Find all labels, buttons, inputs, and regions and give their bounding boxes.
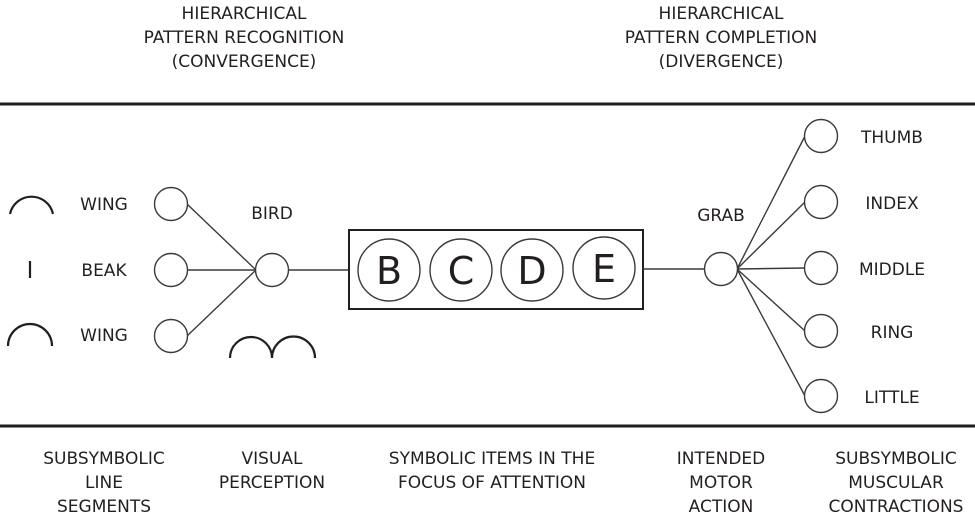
edge	[736, 201, 806, 270]
feature-node	[153, 252, 189, 288]
footer-text: FOCUS OF ATTENTION	[398, 473, 586, 493]
focus-item-label: D	[517, 249, 546, 293]
focus-item-circle	[572, 236, 636, 300]
focus-item-circle	[429, 238, 493, 302]
header-right-line-1: HIERARCHICAL	[659, 4, 784, 24]
finger-label: INDEX	[865, 194, 919, 214]
footer-column-muscular-contractions: SUBSYMBOLIC MUSCULAR CONTRACTIONS	[829, 449, 964, 517]
footer-text: LINE	[85, 473, 123, 493]
footer-text: SUBSYMBOLIC	[835, 449, 957, 469]
edge	[736, 268, 806, 397]
footer-text: SEGMENTS	[57, 497, 151, 517]
header-right-line-2: PATTERN COMPLETION	[625, 28, 818, 48]
focus-item: C	[429, 238, 493, 302]
object-node	[254, 252, 290, 288]
focus-item-label: C	[448, 249, 475, 293]
action-node	[703, 251, 739, 287]
footer-text: CONTRACTIONS	[829, 497, 964, 517]
header-right-line-3: (DIVERGENCE)	[659, 52, 784, 72]
header-left: HIERARCHICAL PATTERN RECOGNITION (CONVER…	[144, 4, 345, 72]
footer-text: PERCEPTION	[219, 473, 325, 493]
header-left-line-3: (CONVERGENCE)	[172, 52, 317, 72]
focus-item-label: E	[592, 247, 616, 291]
focus-item-label: B	[376, 249, 402, 293]
wing-arc-icon	[8, 195, 55, 215]
footer-text: MUSCULAR	[848, 473, 944, 493]
footer-column-focus-of-attention: SYMBOLIC ITEMS IN THE FOCUS OF ATTENTION	[389, 449, 595, 493]
finger-node	[803, 184, 839, 220]
focus-item: E	[572, 236, 636, 300]
footer-text: SUBSYMBOLIC	[43, 449, 165, 469]
focus-item: B	[357, 238, 421, 302]
footer-text: MOTOR	[689, 473, 753, 493]
focus-item: D	[500, 238, 564, 302]
footer-text: VISUAL	[242, 449, 304, 469]
footer-text: INTENDED	[677, 449, 766, 469]
header-left-line-2: PATTERN RECOGNITION	[144, 28, 345, 48]
wing-arc-icon	[6, 322, 54, 347]
footer-text: ACTION	[689, 497, 754, 517]
edge	[186, 269, 257, 337]
finger-label: MIDDLE	[859, 260, 925, 280]
footer-column-motor-action: INTENDED MOTOR ACTION	[677, 449, 766, 517]
footer-column-visual-perception: VISUAL PERCEPTION	[219, 449, 325, 493]
finger-label: LITTLE	[864, 388, 919, 408]
footer-text: SYMBOLIC ITEMS IN THE	[389, 449, 595, 469]
edge	[736, 267, 806, 270]
finger-node	[803, 250, 839, 286]
focus-item-circle	[500, 238, 564, 302]
header-left-line-1: HIERARCHICAL	[182, 4, 307, 24]
footer-column-line-segments: SUBSYMBOLIC LINE SEGMENTS	[43, 449, 165, 517]
object-label: BIRD	[251, 204, 293, 224]
feature-label: WING	[80, 326, 128, 346]
feature-label: WING	[80, 195, 128, 215]
edge	[186, 203, 257, 271]
edge	[736, 135, 806, 270]
finger-label: THUMB	[860, 128, 923, 148]
feature-label: BEAK	[81, 261, 127, 281]
header-right: HIERARCHICAL PATTERN COMPLETION (DIVERGE…	[625, 4, 818, 72]
finger-node	[803, 118, 839, 154]
finger-node	[803, 378, 839, 414]
feature-node	[153, 186, 189, 222]
action-label: GRAB	[697, 206, 745, 226]
focus-item-circle	[357, 238, 421, 302]
feature-node	[153, 318, 189, 354]
bird-double-arc-icon	[228, 335, 317, 359]
edge	[736, 268, 806, 332]
finger-label: RING	[871, 323, 914, 343]
finger-node	[803, 313, 839, 349]
